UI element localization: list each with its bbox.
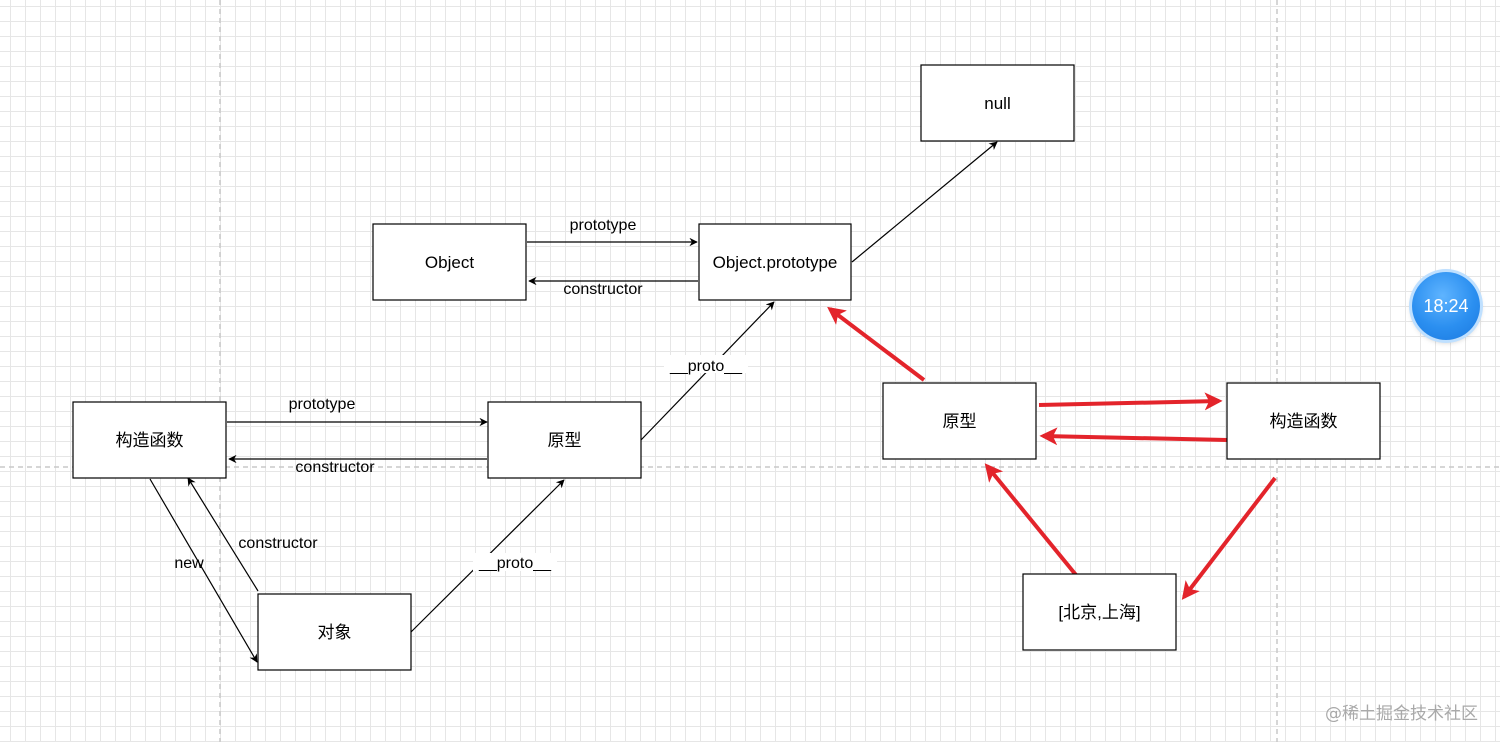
edge-instance-constructor [187,477,259,592]
node-null[interactable]: null [920,64,1075,142]
node-prototype[interactable]: 原型 [487,401,642,479]
label-fn-prototype: prototype [289,396,356,413]
node-constructor-fn[interactable]: 构造函数 [72,401,227,479]
node-null-label: null [984,94,1010,113]
node-prototype-label: 原型 [548,431,582,450]
red-edge-proto-to-constructor [1038,392,1223,411]
red-edge-proto-to-objproto [827,306,926,382]
node-object-prototype[interactable]: Object.prototype [698,223,852,301]
node-object-label: Object [425,253,474,272]
node-red-constructor-fn[interactable]: 构造函数 [1226,382,1381,460]
node-red-constructor-fn-label: 构造函数 [1270,412,1338,431]
node-instance-label: 对象 [318,623,352,642]
label-bg-proto-lower [473,553,557,571]
label-instance-constructor: constructor [238,535,318,552]
clock-widget[interactable]: 18:24 [1412,272,1480,340]
label-bg-proto-upper [664,355,748,373]
clock-time: 18:24 [1423,295,1469,316]
label-object-prototype: prototype [570,217,637,234]
label-new: new [174,555,204,572]
edge-objproto-to-null [851,141,998,263]
label-instance-proto: __proto__ [478,555,552,572]
node-object-prototype-label: Object.prototype [713,253,838,272]
node-red-prototype-label: 原型 [943,412,977,431]
node-instance[interactable]: 对象 [257,593,412,671]
label-object-constructor: constructor [563,281,643,298]
watermark: @稀土掘金技术社区 [1325,704,1478,724]
red-edge-constructor-to-proto [1039,427,1228,446]
node-object[interactable]: Object [372,223,527,301]
label-fn-constructor: constructor [295,459,375,476]
label-proto-to-objproto: __proto__ [669,358,743,375]
red-edge-instance-to-proto [984,463,1078,577]
node-constructor-fn-label: 构造函数 [116,431,184,450]
node-red-prototype[interactable]: 原型 [882,382,1037,460]
node-red-instance-label: [北京,上海] [1058,603,1140,622]
red-edge-constructor-to-instance [1181,476,1277,600]
node-red-instance[interactable]: [北京,上海] [1022,573,1177,651]
edge-new [149,478,258,663]
